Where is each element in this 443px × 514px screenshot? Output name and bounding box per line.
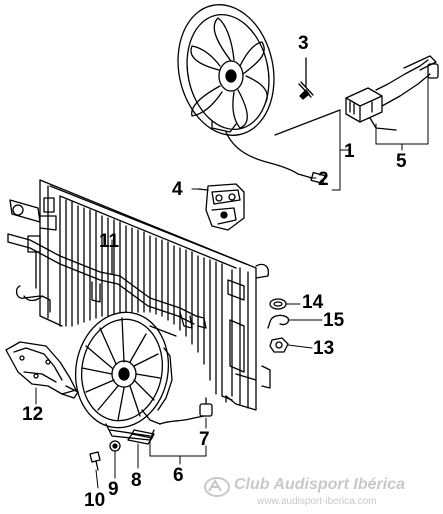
- bracket-part-4: [197, 183, 245, 231]
- lower-fan-assembly: [74, 311, 213, 441]
- callout-11: 11: [99, 231, 120, 252]
- nut-part-9: [109, 440, 121, 452]
- callout-4: 4: [172, 179, 183, 200]
- leader-lines: [35, 75, 429, 489]
- callout-9: 9: [108, 479, 119, 500]
- callout-13: 13: [313, 338, 335, 359]
- resistor-part-5: [345, 55, 439, 131]
- watermark-logo-icon: [204, 477, 230, 497]
- radiator-condenser: [9, 179, 271, 411]
- clip-part-15: [267, 314, 290, 329]
- callout-6: 6: [173, 465, 184, 486]
- callout-15: 15: [323, 310, 345, 331]
- callout-2: 2: [318, 169, 329, 190]
- grommet-part-14: [269, 298, 287, 310]
- callout-3: 3: [298, 33, 309, 54]
- callout-7: 7: [199, 429, 210, 450]
- bolt-part-10: [89, 451, 101, 471]
- watermark-title: Club Audisport Ibérica: [234, 476, 405, 493]
- callout-1: 1: [344, 141, 355, 162]
- callout-10: 10: [84, 490, 106, 511]
- pipe-part-11: [7, 233, 207, 329]
- nut-part-13: [269, 337, 289, 353]
- callout-8: 8: [131, 470, 142, 491]
- callout-12: 12: [22, 404, 44, 425]
- bracket-part-8: [127, 429, 155, 445]
- callout-14: 14: [302, 292, 324, 313]
- bolt-part-3: [298, 57, 314, 100]
- callout-5: 5: [396, 151, 407, 172]
- upper-fan-assembly: [177, 4, 341, 185]
- watermark-url: www.audisport-iberica.com: [257, 496, 377, 507]
- shroud-part-12: [5, 341, 79, 399]
